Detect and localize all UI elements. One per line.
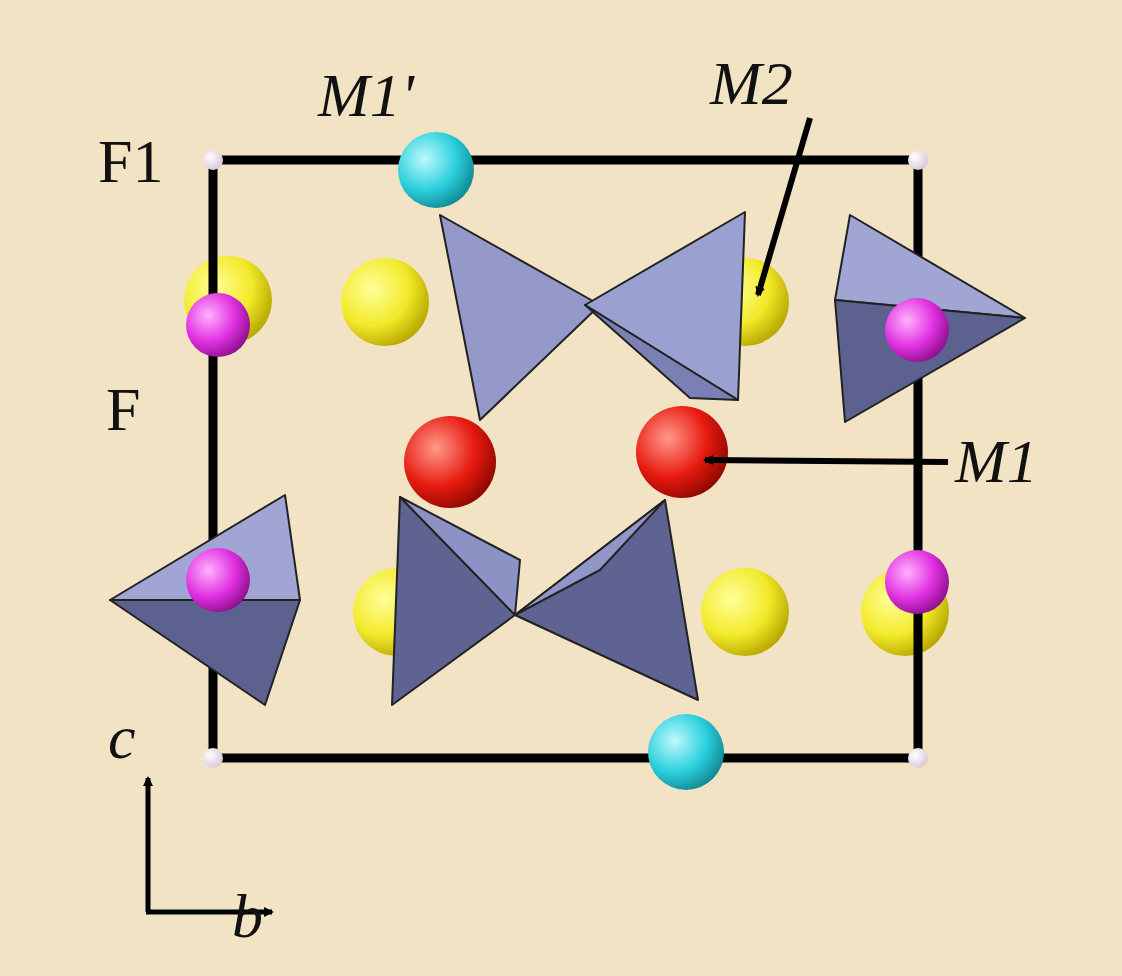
atom-label: F1 [98, 130, 163, 192]
polyhedra [110, 212, 1025, 705]
front-spheres [186, 132, 949, 790]
atom-label: M1 [955, 430, 1038, 492]
atom-label: b [232, 885, 263, 947]
leader-arrows [705, 118, 948, 462]
atom-label: F [106, 378, 140, 440]
atom-label: c [108, 706, 136, 768]
atom-label: M1' [318, 64, 414, 126]
atom-label: M2 [710, 52, 793, 114]
